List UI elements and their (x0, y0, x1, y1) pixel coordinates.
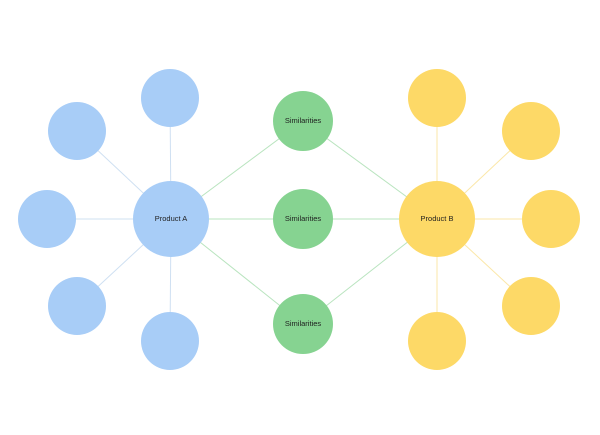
product-b-attribute-bubble[interactable] (522, 190, 580, 248)
product-b-attribute-bubble[interactable] (408, 312, 466, 370)
similarity-label: Similarities (285, 214, 322, 223)
similarity-node-top[interactable]: Similarities (273, 91, 333, 151)
product-a-label: Product A (155, 214, 188, 223)
product-a-center-node[interactable]: Product A (133, 181, 209, 257)
product-b-label: Product B (421, 214, 454, 223)
product-b-attribute-bubble[interactable] (502, 102, 560, 160)
product-b-center-node[interactable]: Product B (399, 181, 475, 257)
product-b-attribute-bubble[interactable] (502, 277, 560, 335)
product-a-attribute-bubble[interactable] (141, 312, 199, 370)
similarity-label: Similarities (285, 319, 322, 328)
similarity-label: Similarities (285, 116, 322, 125)
product-a-attribute-bubble[interactable] (141, 69, 199, 127)
product-a-attribute-bubble[interactable] (18, 190, 76, 248)
product-a-attribute-bubble[interactable] (48, 102, 106, 160)
product-a-attribute-bubble[interactable] (48, 277, 106, 335)
bubble-nodes: Similarities Similarities Similarities P… (18, 69, 580, 370)
similarity-node-middle[interactable]: Similarities (273, 189, 333, 249)
similarity-node-bottom[interactable]: Similarities (273, 294, 333, 354)
product-b-attribute-bubble[interactable] (408, 69, 466, 127)
